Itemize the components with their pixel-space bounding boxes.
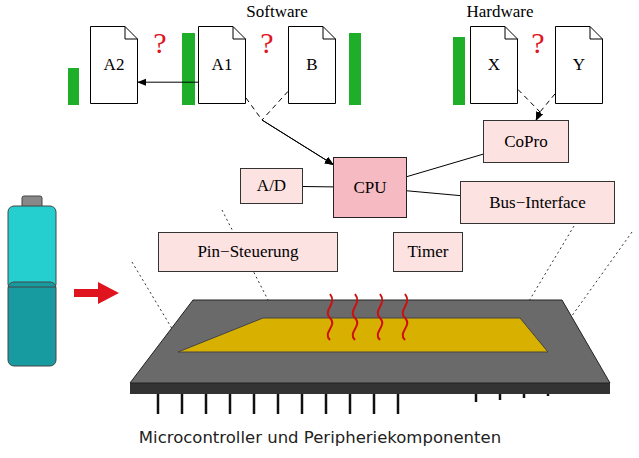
- node-label: A2: [104, 55, 125, 75]
- node-label: Timer: [408, 242, 449, 262]
- power-arrow: [74, 282, 119, 304]
- green-bar: [68, 68, 79, 105]
- caption: Microcontroller und Peripheriekomponente…: [139, 428, 501, 447]
- connector: [303, 186, 333, 187]
- node-label: Y: [573, 55, 585, 75]
- component-box: CoPro: [483, 120, 569, 163]
- node-label: CPU: [353, 178, 386, 198]
- connector-dashed: [540, 94, 555, 112]
- node-label: X: [488, 55, 500, 75]
- document-shape: A2: [90, 26, 138, 104]
- document-shape: B: [288, 26, 336, 104]
- connector: [138, 82, 198, 83]
- green-bar: [349, 33, 361, 105]
- connector: [536, 112, 540, 120]
- component-box: Pin−Steuerung: [158, 232, 338, 272]
- battery: [8, 196, 56, 366]
- connector: [407, 154, 483, 176]
- green-bar: [182, 33, 195, 105]
- connector: [407, 191, 460, 196]
- component-box: Bus−Interface: [460, 181, 615, 224]
- question-mark: ?: [260, 26, 273, 60]
- document-shape: Y: [555, 26, 603, 104]
- connector: [536, 112, 540, 120]
- connector-dashed: [246, 98, 262, 120]
- document-shape: A1: [198, 26, 246, 104]
- section-heading: Software: [246, 2, 307, 22]
- component-box: Timer: [393, 232, 463, 272]
- node-label: A1: [212, 55, 233, 75]
- connector: [262, 120, 333, 164]
- connector-dashed: [518, 90, 540, 113]
- heat-waves: [328, 294, 408, 340]
- microcontroller-chip: [130, 300, 610, 414]
- node-label: Bus−Interface: [489, 193, 585, 213]
- connector-dashed: [262, 91, 288, 120]
- section-heading: Hardware: [466, 2, 533, 22]
- component-box: A/D: [240, 168, 303, 204]
- question-mark: ?: [531, 26, 544, 60]
- node-label: A/D: [257, 176, 286, 196]
- component-box: CPU: [333, 157, 407, 218]
- node-label: CoPro: [504, 132, 547, 152]
- green-bar: [453, 37, 465, 105]
- node-label: B: [306, 55, 317, 75]
- connector: [262, 120, 333, 164]
- document-shape: X: [470, 26, 518, 104]
- node-label: Pin−Steuerung: [197, 242, 298, 262]
- question-mark: ?: [153, 26, 166, 60]
